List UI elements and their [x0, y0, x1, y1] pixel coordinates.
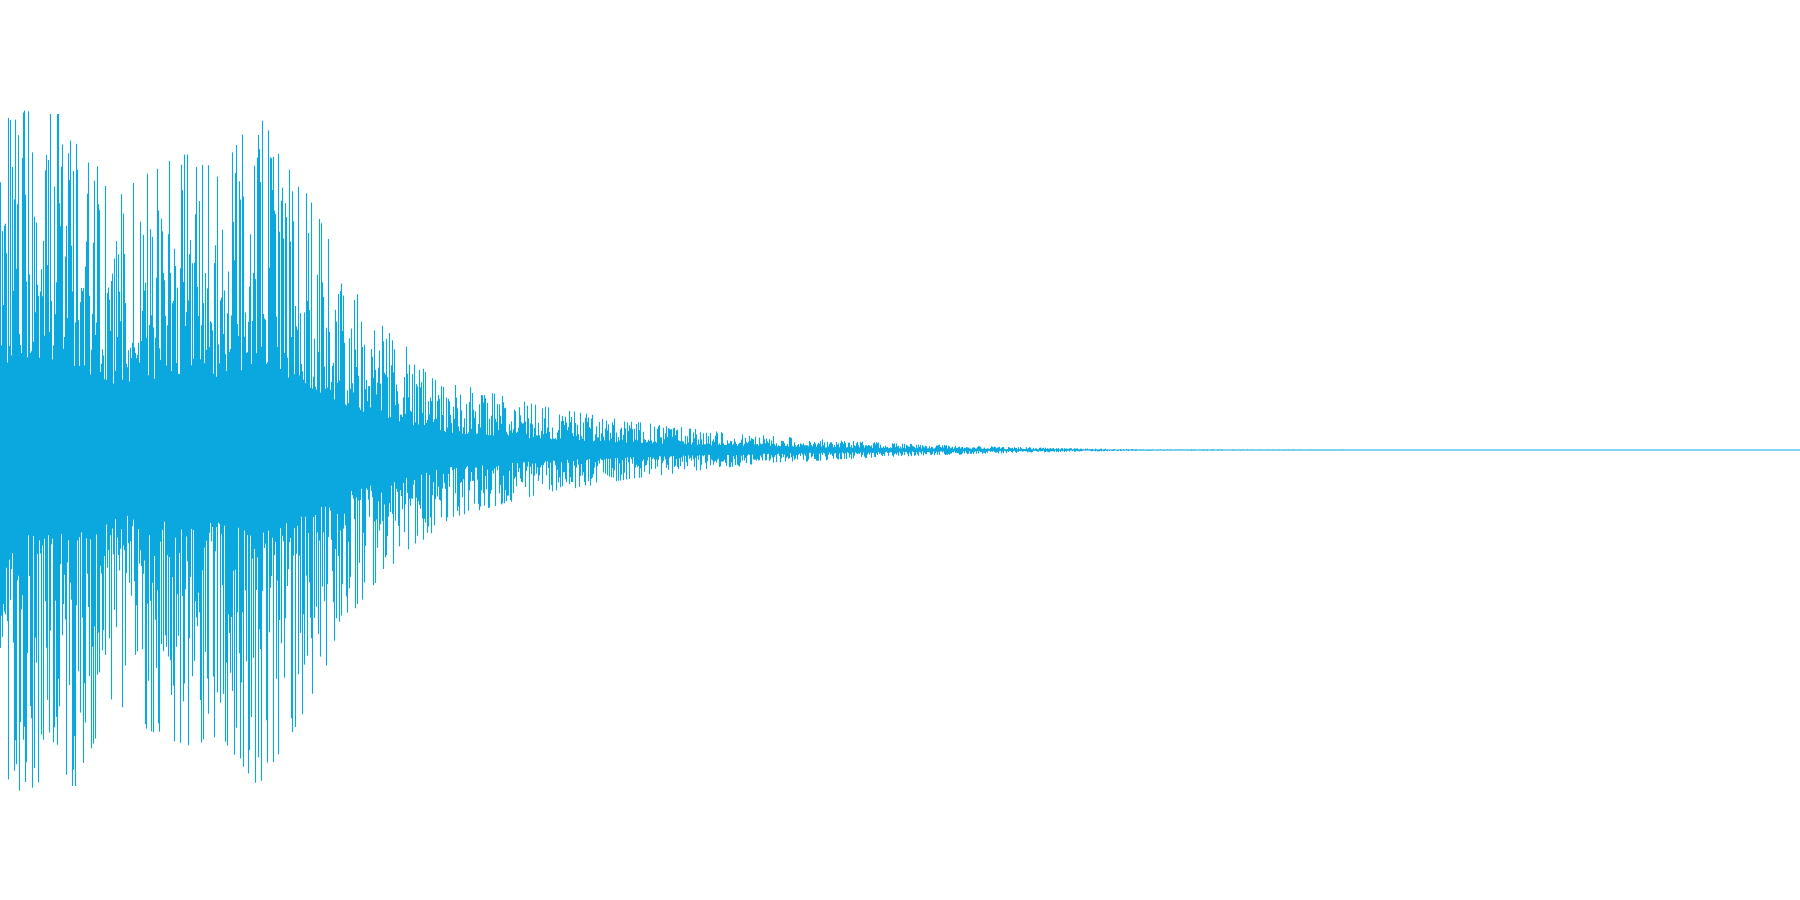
- waveform-core-band: [0, 416, 991, 484]
- waveform-trace: [0, 110, 1636, 791]
- waveform-series: [0, 110, 1800, 791]
